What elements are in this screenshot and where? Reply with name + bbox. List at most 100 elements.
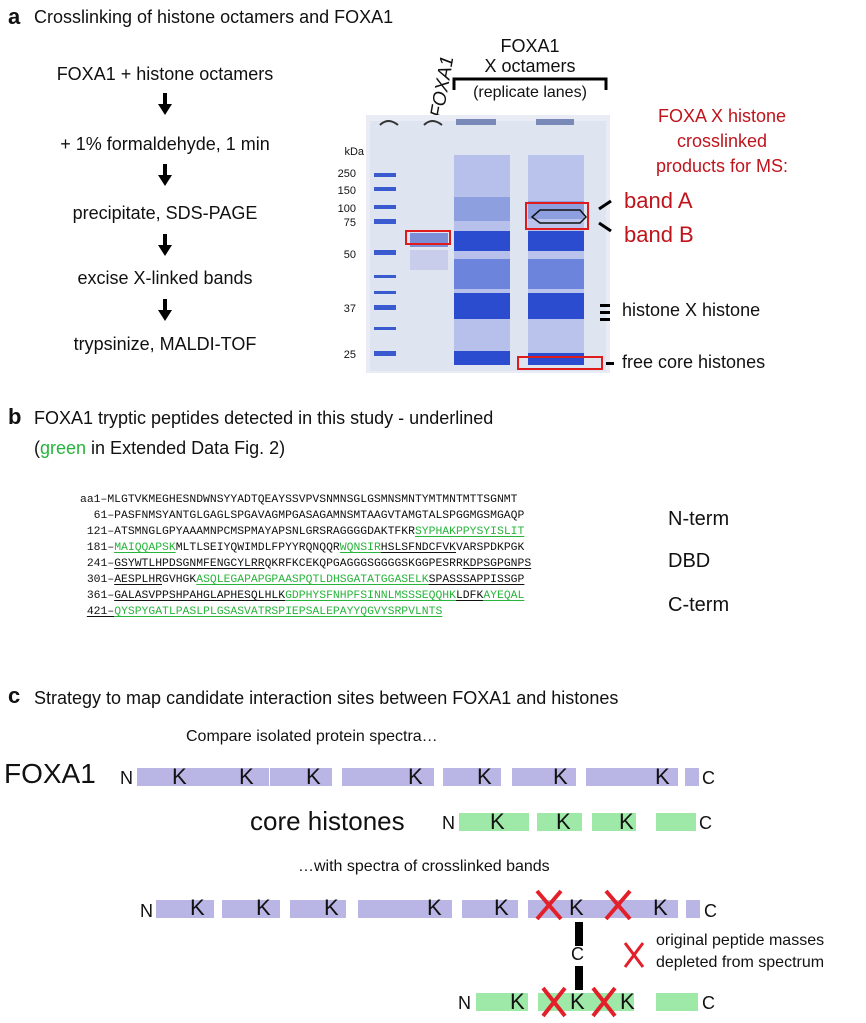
free-core-label: free core histones: [622, 352, 766, 372]
crosslink-label: C: [571, 944, 584, 964]
foxa1-peptide: [270, 768, 332, 786]
panel-a-letter: a: [8, 4, 21, 29]
lysine-label: K: [494, 895, 509, 920]
lysine-label: K: [427, 895, 442, 920]
foxa1-peptide: [512, 768, 576, 786]
n-terminus-label: N: [458, 993, 471, 1013]
foxa1-label: FOXA1: [4, 758, 96, 789]
down-arrow-icon: [158, 234, 172, 256]
seq-line-6: 301–AESPLHRGVHGKASQLEGAPAPGPAASPQTLDHSGA…: [80, 574, 525, 586]
region-c-term: C-term: [668, 594, 730, 616]
lysine-label: K: [408, 764, 423, 789]
lane-label-foxa1: FOXA1: [418, 38, 459, 119]
lysine-label: K: [306, 764, 321, 789]
lysine-label: K: [172, 764, 187, 789]
histone-peptide: [656, 813, 696, 831]
panel-a-title: Crosslinking of histone octamers and FOX…: [34, 7, 394, 27]
lanes-bracket: [452, 77, 608, 90]
with-spectra-text: …with spectra of crosslinked bands: [298, 858, 550, 875]
sds-page-gel: [366, 115, 610, 373]
down-arrow-icon: [158, 93, 172, 115]
seq-line-2: 61–PASFNMSYANTGLGAGLSPGAVAGMPGASAGAMNSMT…: [80, 510, 525, 522]
lysine-label: K: [324, 895, 339, 920]
down-arrow-icon: [158, 164, 172, 186]
depleted-cross-icon: [591, 986, 617, 1018]
marker-150: 150: [337, 185, 356, 197]
seq-line-5: 241–GSYWTLHPDSGNMFENGCYLRRQKRFKCEKQPGAGG…: [80, 558, 532, 570]
ms-label-line2: crosslinked: [676, 131, 768, 151]
seq-line-8: 421–QYSPYGATLPASLPLGSASVATRSPIEPSALEPAYY…: [86, 606, 443, 618]
subtitle-rest: in Extended Data Fig. 2): [86, 438, 286, 458]
ms-label-line3: products for MS:: [655, 156, 789, 176]
histone-peptide: [459, 813, 529, 831]
flow-step-1: FOXA1 + histone octamers: [56, 64, 274, 84]
n-terminus-label: N: [442, 813, 455, 833]
crosslink-bar-bottom: [575, 966, 583, 990]
free-core-tick: [606, 362, 614, 365]
foxa1-peptide: [586, 768, 678, 786]
panel-b-subtitle: (green in Extended Data Fig. 2): [34, 438, 285, 459]
flow-step-3: precipitate, SDS-PAGE: [72, 203, 258, 223]
foxa1-peptide: [686, 900, 700, 918]
c-terminus-label: C: [699, 813, 712, 833]
lysine-label: K: [619, 809, 634, 834]
crosslink-bar-top: [575, 922, 583, 946]
panel-c-letter: c: [8, 683, 21, 708]
histone-x-histone-label: histone X histone: [622, 300, 761, 320]
marker-250: 250: [337, 168, 356, 180]
lysine-label: K: [477, 764, 492, 789]
legend-text: original peptide masses depleted from sp…: [656, 930, 824, 974]
c-terminus-label: C: [704, 901, 717, 921]
histone-peptide: [656, 993, 698, 1011]
flow-step-4: excise X-linked bands: [77, 268, 253, 288]
seq-line-3: 121–ATSMNGLGPYAAAMNPCMSPMAYAPSNLGRSRAGGG…: [80, 526, 525, 538]
legend-cross-icon: [623, 942, 645, 968]
lysine-label: K: [556, 809, 571, 834]
foxa1-peptide: [342, 768, 434, 786]
legend-line1: original peptide masses: [656, 932, 825, 949]
seq-line-1: aa1–MLGTVKMEGHESNDWNSYYADTQEAYSSVPVSNMNS…: [80, 494, 518, 506]
band-pointer-lines: [598, 199, 612, 233]
ms-label: FOXA X histone crosslinked products for …: [622, 104, 822, 179]
foxa1-peptide: [528, 900, 678, 918]
subtitle-open: (: [34, 438, 40, 458]
panel-b-title: FOXA1 tryptic peptides detected in this …: [34, 408, 494, 428]
foxa1-peptide: [462, 900, 518, 918]
histone-peptide: [592, 813, 636, 831]
foxa1-sequence: aa1–MLGTVKMEGHESNDWNSYYADTQEAYSSVPVSNMNS…: [80, 492, 531, 620]
kda-label: kDa: [344, 146, 364, 158]
c-terminus-label: C: [702, 768, 715, 788]
region-n-term: N-term: [668, 508, 730, 530]
down-arrow-icon: [158, 299, 172, 321]
lysine-label: K: [510, 989, 525, 1014]
seq-line-4: 181–MAIQQAPSKMLTLSEIYQWIMDLFPYYRQNQQRWQN…: [80, 542, 525, 554]
lysine-label: K: [190, 895, 205, 920]
panel-b-letter: b: [8, 404, 22, 429]
lysine-label: K: [569, 895, 584, 920]
core-histones-label: core histones: [250, 806, 405, 836]
histone-peptide: [476, 993, 528, 1011]
marker-37: 37: [343, 303, 356, 315]
n-terminus-label: N: [120, 768, 133, 788]
lysine-label: K: [655, 764, 670, 789]
lysine-label: K: [490, 809, 505, 834]
lysine-label: K: [553, 764, 568, 789]
subtitle-green: green: [40, 438, 87, 458]
n-terminus-label: N: [140, 901, 153, 921]
region-dbd: DBD: [668, 550, 711, 572]
depleted-cross-icon: [604, 889, 632, 921]
lanes-header: FOXA1 X octamers: [455, 36, 605, 76]
depleted-cross-icon: [535, 889, 563, 921]
flow-step-5: trypsinize, MALDI-TOF: [73, 334, 257, 354]
band-a-label: band A: [624, 188, 693, 213]
foxa1-peptide: [222, 900, 280, 918]
foxa1-peptide: [203, 768, 260, 786]
histone-peptide: [537, 813, 582, 831]
flow-step-2: + 1% formaldehyde, 1 min: [60, 134, 270, 154]
ms-label-line1: FOXA X histone: [657, 106, 787, 126]
seq-line-7: 361–GALASVPPSHPAHGLAPHESQLHLKGDPHYSFNHPF…: [80, 590, 525, 602]
foxa1-peptide: [358, 900, 452, 918]
foxa1-peptide: [156, 900, 214, 918]
compare-text: Compare isolated protein spectra…: [186, 728, 438, 745]
lanes-header-line1: FOXA1: [500, 36, 560, 56]
